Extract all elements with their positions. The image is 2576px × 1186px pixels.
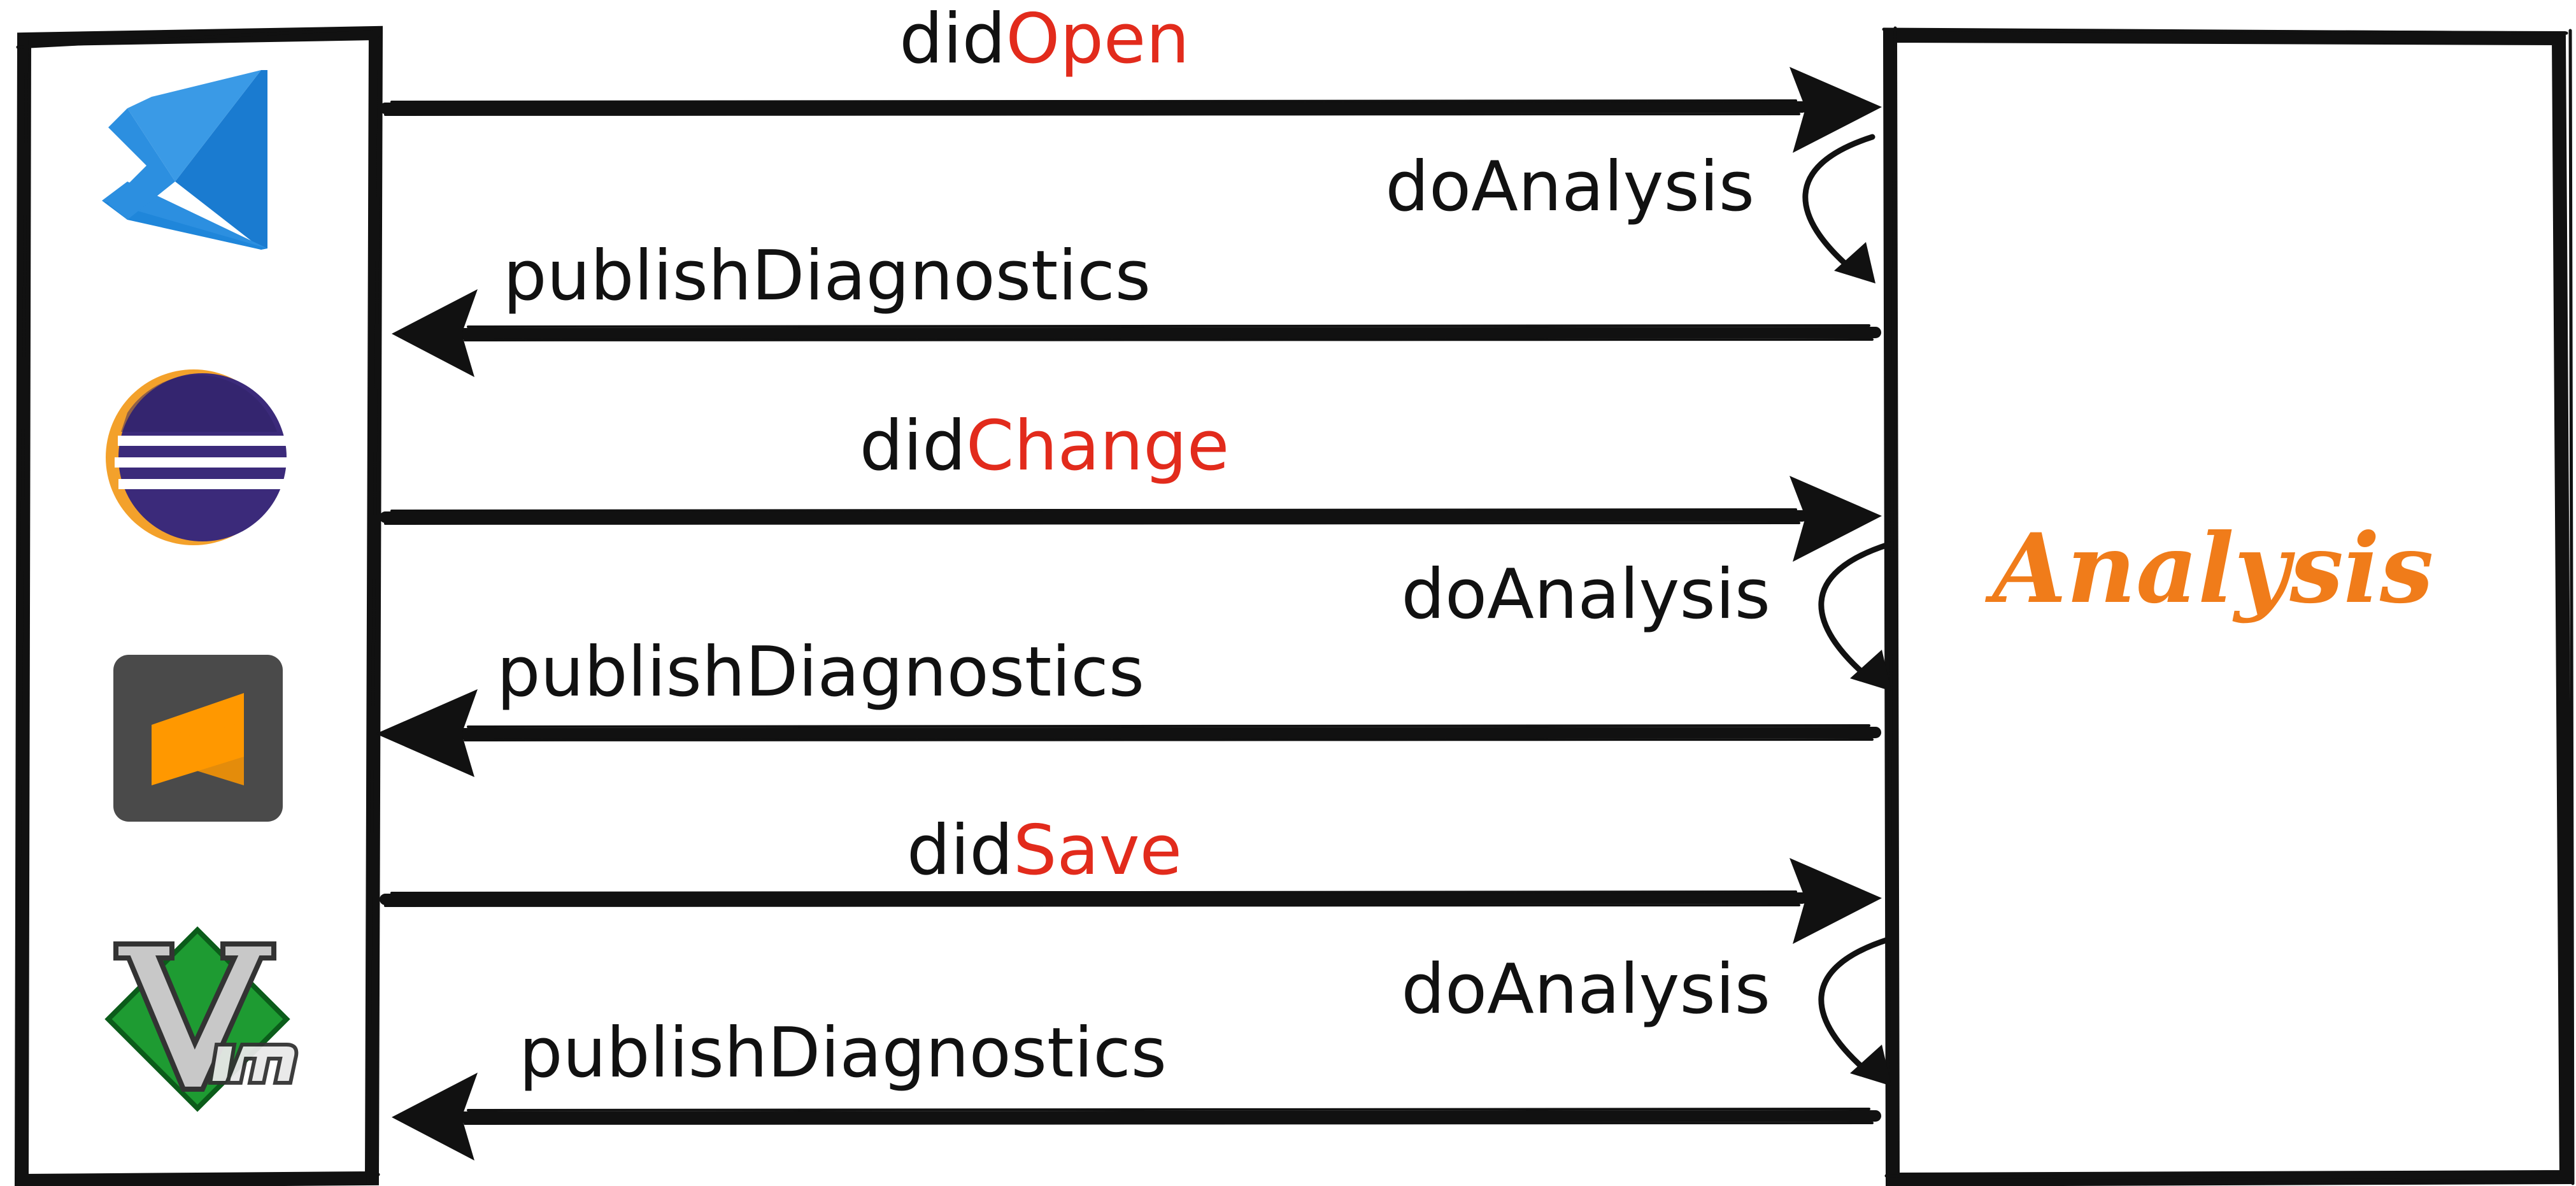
vscode-logo-icon [102, 70, 267, 250]
exchange-change: didChange doAnalysis publishDiagnostics [376, 406, 1891, 777]
request-prefix: did [860, 406, 966, 486]
response-arrow-shaft [453, 727, 1881, 739]
response-label: publishDiagnostics [519, 1013, 1167, 1093]
analysis-title: Analysis [1985, 513, 2434, 625]
request-method: Change [966, 406, 1230, 486]
response-label: publishDiagnostics [503, 236, 1151, 316]
eclipse-logo-icon [106, 369, 288, 545]
sublime-text-logo-icon [113, 655, 283, 822]
analysis-label: doAnalysis [1401, 555, 1770, 634]
request-arrow-shaft [380, 892, 1808, 905]
analysis-curl-arrowhead [1850, 1045, 1891, 1086]
request-prefix: did [907, 811, 1013, 890]
analysis-label: doAnalysis [1385, 147, 1754, 227]
exchange-open: didOpen doAnalysis publishDiagnostics [380, 0, 1882, 377]
response-arrowhead [392, 1073, 478, 1161]
analysis-label: doAnalysis [1401, 950, 1770, 1029]
request-arrow-shaft [380, 101, 1808, 114]
exchange-save: didSave doAnalysis publishDiagnostics [380, 811, 1891, 1161]
request-label: didChange [860, 406, 1230, 486]
request-label: didOpen [899, 0, 1190, 79]
vim-logo-icon [104, 926, 299, 1112]
message-exchanges: didOpendoAnalysispublishDiagnosticsdidCh… [376, 0, 1891, 1161]
editor-box [14, 25, 383, 1186]
response-label: publishDiagnostics [497, 632, 1144, 712]
analysis-curl-arrow [1818, 541, 1891, 682]
request-arrowhead [1790, 858, 1882, 944]
request-label: didSave [907, 811, 1182, 890]
response-arrowhead [376, 689, 478, 777]
analysis-server-box [1882, 26, 2575, 1186]
request-arrowhead [1790, 67, 1882, 153]
response-arrowhead [392, 289, 478, 377]
request-method: Open [1006, 0, 1189, 79]
request-prefix: did [899, 0, 1006, 79]
request-arrowhead [1790, 476, 1882, 562]
analysis-curl-arrow [1818, 936, 1891, 1076]
request-method: Save [1013, 811, 1182, 890]
request-arrow-shaft [380, 510, 1808, 523]
analysis-curl-arrowhead [1850, 650, 1891, 691]
analysis-curl-arrowhead [1834, 242, 1875, 283]
response-arrow-shaft [453, 327, 1881, 339]
response-arrow-shaft [453, 1110, 1881, 1123]
analysis-curl-arrow [1802, 134, 1875, 274]
